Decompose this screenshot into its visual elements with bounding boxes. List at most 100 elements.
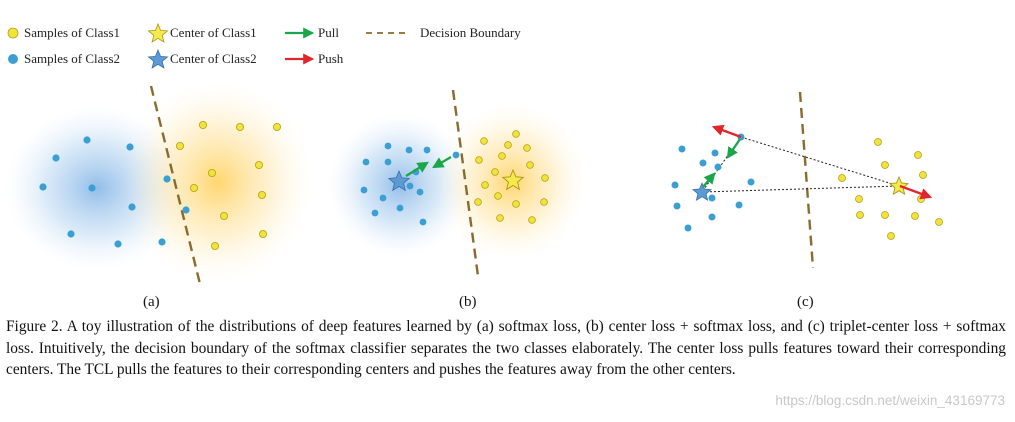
class1-sample [504,141,512,149]
decision-boundary [149,85,203,289]
center-class2-star [692,181,712,202]
legend-label: Samples of Class1 [24,25,120,40]
class2-sample [362,158,370,166]
class2-sample [158,238,166,246]
class2-sample [423,146,431,154]
legend: Samples of Class1 Samples of Class2 Cent… [7,22,521,69]
center-class1-star [888,175,910,196]
class2-sample [88,184,96,192]
star-blue-icon [147,48,169,69]
class2-sample [379,194,387,202]
class2-sample [360,186,368,194]
legend-label: Push [318,51,344,66]
class1-sample [481,181,489,189]
class1-sample [881,211,889,219]
class2-sample [671,181,679,189]
class1-sample [917,195,925,203]
class1-sample [838,174,846,182]
class1-samples [474,130,549,224]
figure-caption: Figure 2. A toy illustration of the dist… [6,318,1006,379]
class1-sample [874,138,882,146]
class2-sample [673,202,681,210]
class1-sample [528,216,536,224]
pull-arrow [432,156,452,169]
class2-sample [114,240,122,248]
class2-sample [419,218,427,226]
class2-sample-icon [8,54,18,64]
class1-sample [198,121,207,130]
class2-sample [711,149,719,157]
panel-label-c: (c) [797,294,814,310]
triplet-dotted-line [740,136,900,187]
class1-sample-icon [7,27,19,39]
panel-b: (b) [328,89,587,310]
class1-sample [257,190,266,199]
push-arrow [711,124,742,139]
class2-sample [708,194,716,202]
class1-sample [210,241,219,250]
figure-diagram: Samples of Class1 Samples of Class2 Cent… [5,22,943,310]
panel-label-b: (b) [459,294,477,310]
legend-label: Center of Class2 [170,51,257,66]
class1-distribution-glow [123,82,313,282]
class2-sample [83,136,91,144]
class2-sample [684,224,692,232]
class2-sample [182,206,190,214]
class2-sample [384,158,392,166]
panel-a: (a) [5,82,313,310]
class1-sample [919,171,927,179]
class1-sample [881,161,889,169]
class2-sample [708,213,716,221]
class2-sample [384,142,392,150]
class1-sample [935,218,943,226]
legend-label: Decision Boundary [420,25,521,40]
watermark-url: https://blog.csdn.net/weixin_43169773 [775,393,1005,408]
class2-samples [671,133,755,232]
pull-arrow [702,172,716,188]
class1-samples [838,138,943,240]
class1-sample [258,229,267,238]
class1-sample [494,192,502,200]
legend-item-center-class2: Center of Class2 [147,48,257,69]
class1-sample [541,174,549,182]
class2-sample [52,154,60,162]
class2-sample [747,178,755,186]
class1-sample [272,123,281,132]
class1-sample [498,152,506,160]
center-class1-star [501,168,525,191]
legend-item-decision-boundary: Decision Boundary [366,25,521,40]
panel-label-a: (a) [143,294,160,310]
class1-sample [207,168,216,177]
class1-samples [175,121,281,250]
class2-sample [416,188,424,196]
class2-sample [699,159,707,167]
class1-sample [254,160,263,169]
class1-sample [540,198,548,206]
legend-item-pull: Pull [285,25,339,40]
class1-sample [235,123,244,132]
class1-sample [175,141,184,150]
class2-sample [678,145,686,153]
class2-sample [371,209,379,217]
class1-sample [475,156,483,164]
class1-sample [887,232,895,240]
class1-sample [855,195,863,203]
legend-item-samples-class2: Samples of Class2 [8,51,120,66]
class1-sample [914,151,922,159]
pull-arrow [405,161,429,177]
class2-sample [714,163,722,171]
class2-sample [735,201,743,209]
panel-c: (c) [671,91,943,310]
class2-sample [396,204,404,212]
class2-sample [405,146,413,154]
class1-sample [512,130,520,138]
class1-sample [491,168,499,176]
class2-samples [39,136,190,248]
class1-sample [496,214,504,222]
class1-sample [526,161,534,169]
triplet-dotted-line [701,185,900,193]
class2-sample [406,182,414,190]
class1-sample [219,211,228,220]
legend-label: Pull [318,25,339,40]
class2-sample [39,183,47,191]
